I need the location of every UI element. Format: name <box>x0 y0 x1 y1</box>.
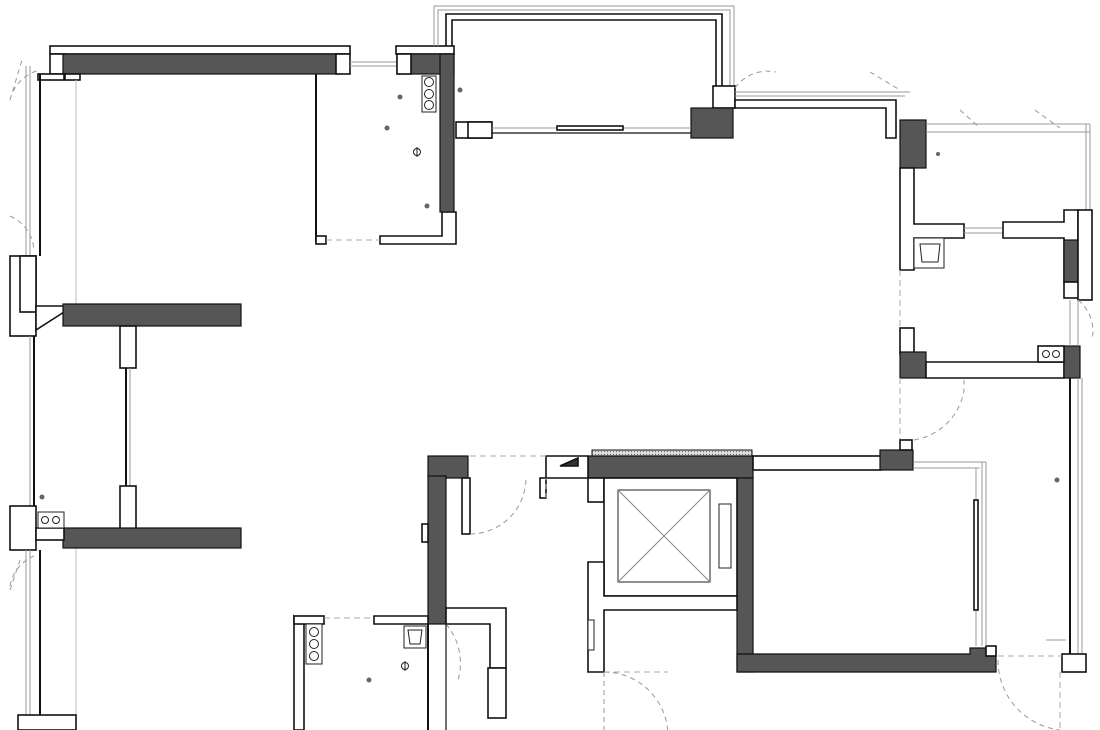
room-southeast <box>913 461 987 646</box>
bedroom-partitions <box>35 303 242 549</box>
sink-icon <box>919 243 941 263</box>
east-exterior-wall <box>997 378 1087 730</box>
drain-icon <box>366 677 372 683</box>
bathroom-south <box>293 614 447 730</box>
balcony-north <box>433 5 736 139</box>
kitchen-east <box>899 167 1093 330</box>
drain-icon <box>397 94 403 100</box>
south-west-walls <box>421 455 669 730</box>
elevator-core <box>545 439 997 673</box>
drain-icon <box>457 87 463 93</box>
utility-east <box>899 299 1094 446</box>
sink-icon <box>424 89 434 99</box>
bedroom-fixtures <box>37 494 65 529</box>
drain-icon <box>384 125 390 131</box>
north-east-walls <box>734 70 1091 210</box>
toilet-icon <box>309 627 319 637</box>
bathroom-north-fixtures <box>384 75 463 209</box>
toilet-icon <box>424 77 434 87</box>
west-window-swings <box>9 59 41 591</box>
elevator-cross-icon <box>617 489 711 583</box>
sink-icon <box>309 639 319 649</box>
west-exterior-wall <box>9 66 77 730</box>
north-west-wall <box>49 45 397 81</box>
bathroom-north <box>315 45 493 245</box>
drain-icon <box>424 203 430 209</box>
